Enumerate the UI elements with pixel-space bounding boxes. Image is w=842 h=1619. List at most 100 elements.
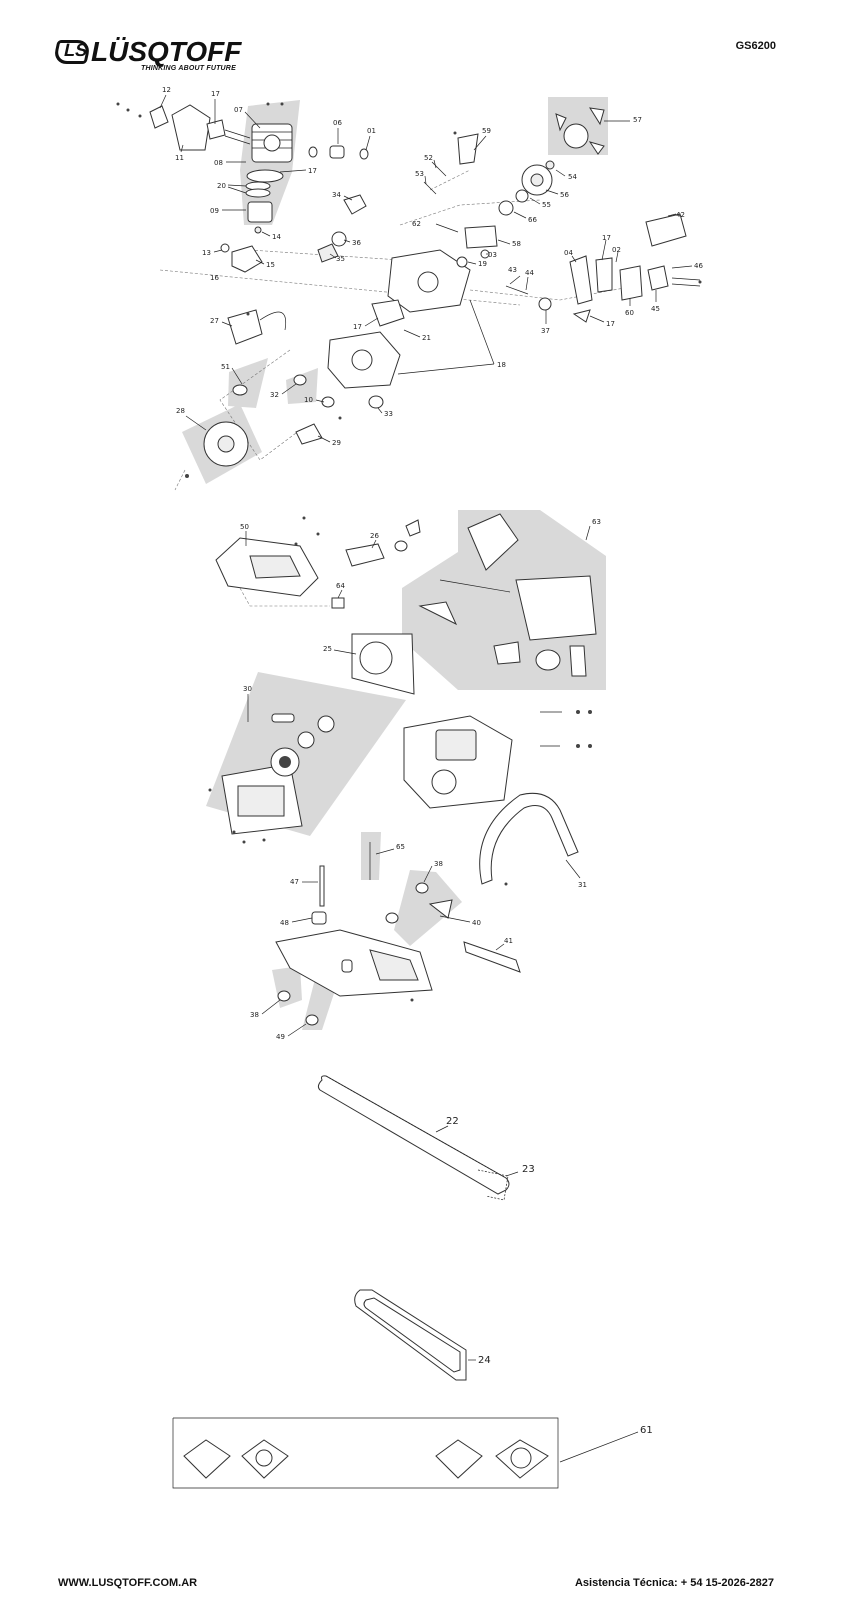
leader-line (185, 415, 207, 431)
diaphragm-center (510, 1447, 532, 1469)
clutch-assembly (563, 123, 589, 149)
bearing (220, 243, 230, 253)
nut (588, 744, 592, 748)
gasket-kit-frame (172, 1417, 559, 1489)
leader-line (337, 589, 343, 599)
leader-line (497, 239, 511, 245)
leader-line (565, 859, 581, 879)
anti-vibration-shade (394, 870, 462, 946)
handle-bracket (428, 899, 453, 919)
piston-ring (245, 188, 271, 198)
leader-line (435, 223, 459, 233)
needle-bearing (545, 160, 555, 170)
crankcase-gasket (371, 299, 405, 327)
handle-grip-cover (463, 941, 521, 973)
washer (515, 189, 529, 203)
screw (232, 830, 236, 834)
throttle-lever (457, 133, 479, 165)
screw (208, 788, 212, 792)
filter-bracket (647, 265, 669, 291)
ignition-lead (259, 311, 287, 331)
clutch-shoe (555, 113, 567, 132)
screw (316, 532, 320, 536)
screw (410, 998, 414, 1002)
callout-10: 10 (304, 396, 313, 404)
screw (302, 516, 306, 520)
callout-09: 09 (210, 207, 219, 215)
callout-16: 16 (210, 274, 219, 282)
leader-line (424, 175, 427, 185)
website-link[interactable]: WWW.LUSQTOFF.COM.AR (58, 1577, 198, 1589)
top-cover-opening (249, 555, 301, 579)
callout-32: 32 (270, 391, 279, 399)
leader-line (529, 197, 541, 205)
callout-17: 17 (606, 320, 615, 328)
leader-line (291, 917, 313, 923)
screw (242, 840, 246, 844)
gasket (435, 1439, 483, 1479)
leader-line (227, 186, 247, 194)
bolt (224, 129, 251, 139)
callout-17: 17 (602, 234, 611, 242)
washer (480, 249, 490, 259)
anti-vibration-shade (361, 832, 381, 880)
leader-line (469, 299, 495, 365)
leader-line (213, 249, 223, 253)
leader-line (333, 649, 357, 655)
callout-52: 52 (424, 154, 433, 162)
anti-vibration-buffer (415, 882, 429, 894)
gasket (206, 119, 226, 140)
callout-21: 21 (422, 334, 431, 342)
leader-line (555, 169, 566, 177)
leader-line (227, 184, 247, 187)
callout-06: 06 (333, 119, 342, 127)
spark-plug-ring (308, 146, 318, 158)
bolt (671, 283, 701, 287)
callout-54: 54 (568, 173, 577, 181)
callout-55: 55 (542, 201, 551, 209)
clutch-shoe (588, 141, 605, 155)
filter-ring (394, 540, 408, 552)
callout-41: 41 (504, 937, 513, 945)
gasket (183, 1439, 231, 1479)
callout-25: 25 (323, 645, 332, 653)
seal-group-shade (228, 358, 268, 408)
leader-line (375, 848, 395, 855)
callout-26: 26 (370, 532, 379, 540)
model-number: GS6200 (735, 40, 776, 52)
chain-brake-plate (464, 225, 498, 249)
flywheel-hub (217, 435, 235, 453)
chain-tensioner (505, 285, 529, 295)
leader-line (371, 539, 377, 549)
callout-43: 43 (508, 266, 517, 274)
anti-vibration-buffer (385, 912, 399, 924)
intake-gasket (569, 255, 593, 305)
engine-flywheel (431, 769, 457, 795)
support-phone: Asistencia Técnica: + 54 15-2026-2827 (574, 1577, 774, 1589)
nut (576, 710, 580, 714)
callout-61: 61 (640, 1425, 653, 1436)
leader-line (343, 195, 353, 201)
callout-01: 01 (367, 127, 376, 135)
leader-line (495, 943, 505, 951)
guide-bar (317, 1075, 510, 1195)
callout-65: 65 (396, 843, 405, 851)
assembly-line (239, 587, 330, 607)
leader-line (365, 135, 371, 151)
saw-chain-edge (325, 1075, 507, 1179)
spark-plug-cap (329, 145, 345, 159)
callout-14: 14 (272, 233, 281, 241)
anti-vibration-buffer (277, 990, 291, 1002)
filter-knob (405, 519, 421, 537)
leader-line (525, 276, 529, 291)
leader-line (343, 239, 351, 243)
starter-handle (271, 713, 295, 723)
callout-04: 04 (564, 249, 573, 257)
callout-13: 13 (202, 249, 211, 257)
clutch (498, 200, 514, 216)
assembly-line (174, 469, 186, 491)
callout-47: 47 (290, 878, 299, 886)
leader-line (439, 915, 471, 923)
clutch-drum-hub (530, 173, 544, 187)
callout-20: 20 (217, 182, 226, 190)
